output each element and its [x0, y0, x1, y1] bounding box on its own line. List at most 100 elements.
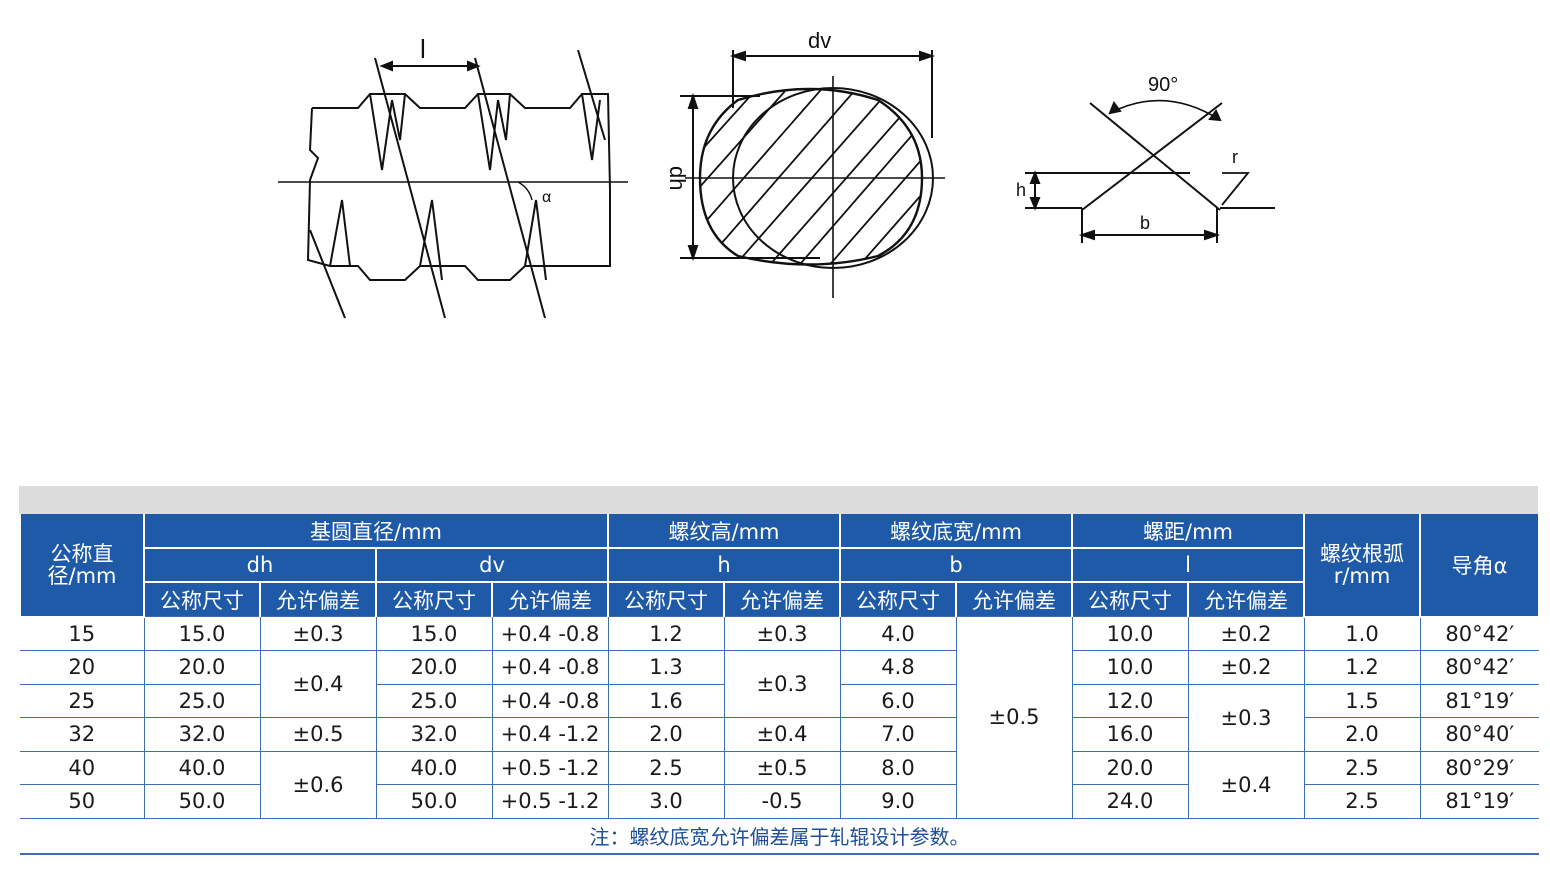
cell-dh: 20.0: [143, 650, 261, 685]
cell-dh: 25.0: [143, 683, 261, 718]
header-nominal-size: 公称尺寸: [1071, 582, 1189, 617]
cell-b: 4.0: [839, 616, 957, 651]
thread-side-view-diagram: l α: [270, 30, 640, 330]
cell-root-radius: 2.5: [1303, 750, 1421, 785]
cell-dh-tolerance: ±0.5: [259, 717, 377, 752]
cell-dh: 50.0: [143, 784, 261, 819]
header-nominal-size: 公称尺寸: [839, 582, 957, 617]
header-l: l: [1071, 548, 1305, 583]
header-nominal-diameter: 公称直径/mm: [19, 514, 145, 618]
cell-dh-tolerance: ±0.6: [259, 750, 377, 819]
cell-b: 9.0: [839, 784, 957, 819]
cell-dv-tolerance: +0.4 -0.8: [491, 683, 609, 718]
pitch-label: l: [420, 34, 426, 64]
radius-label: r: [1232, 147, 1238, 167]
header-nominal-size: 公称尺寸: [607, 582, 725, 617]
cell-lead-angle: 80°42′: [1419, 616, 1539, 651]
header-dh: dh: [143, 548, 377, 583]
table-row: 50 50.0 50.0 +0.5 -1.2 3.0 -0.5 9.0 24.0…: [20, 784, 1539, 819]
cell-lead-angle: 80°40′: [1419, 717, 1539, 752]
cell-dv: 15.0: [375, 616, 493, 651]
cell-h: 1.6: [607, 683, 725, 718]
header-pitch: 螺距/mm: [1071, 514, 1305, 549]
table-row: 15 15.0 ±0.3 15.0 +0.4 -0.8 1.2 ±0.3 4.0…: [20, 616, 1539, 819]
table-row: 40 40.0 ±0.6 40.0 +0.5 -1.2 2.5 ±0.5 8.0…: [20, 750, 1539, 819]
width-label: dv: [808, 28, 831, 53]
cell-l-tolerance: ±0.4: [1187, 750, 1305, 819]
header-dv: dv: [375, 548, 609, 583]
angle-90-label: 90°: [1148, 74, 1178, 96]
header-base-circle: 基圆直径/mm: [143, 514, 609, 549]
table-row: 20 20.0 ±0.4 20.0 +0.4 -0.8 1.3 ±0.3 4.8…: [20, 650, 1539, 718]
cell-lead-angle: 81°19′: [1419, 784, 1539, 819]
cell-dv-tolerance: +0.4 -1.2: [491, 717, 609, 752]
cell-root-radius: 2.0: [1303, 717, 1421, 752]
header-thread-base-width: 螺纹底宽/mm: [839, 514, 1073, 549]
header-b: b: [839, 548, 1073, 583]
header-h: h: [607, 548, 841, 583]
header-tolerance: 允许偏差: [723, 582, 841, 617]
cell-dv-tolerance: +0.5 -1.2: [491, 784, 609, 819]
cell-l: 20.0: [1071, 750, 1189, 785]
cell-h: 2.0: [607, 717, 725, 752]
header-tolerance: 允许偏差: [1187, 582, 1305, 617]
height-label: dh: [665, 166, 690, 190]
cell-h-tolerance: -0.5: [723, 784, 841, 819]
cell-l-tolerance: ±0.3: [1187, 683, 1305, 752]
cell-diameter: 25: [20, 683, 145, 718]
angle-label: α: [542, 189, 551, 206]
cell-dv: 40.0: [375, 750, 493, 785]
cell-b: 6.0: [839, 683, 957, 718]
cell-dv: 32.0: [375, 717, 493, 752]
cell-b: 4.8: [839, 650, 957, 685]
cell-dv: 50.0: [375, 784, 493, 819]
cell-dv-tolerance: +0.4 -0.8: [491, 616, 609, 651]
header-tolerance: 允许偏差: [491, 582, 609, 617]
cell-dh: 15.0: [143, 616, 261, 651]
cell-h-tolerance: ±0.3: [723, 616, 841, 651]
cell-b: 7.0: [839, 717, 957, 752]
cell-l-tolerance: ±0.2: [1187, 650, 1305, 685]
cell-dh: 32.0: [143, 717, 261, 752]
cell-dh-tolerance: ±0.3: [259, 616, 377, 651]
cell-dh-tolerance: ±0.4: [259, 650, 377, 718]
table-top-band: [19, 486, 1538, 514]
cell-h: 3.0: [607, 784, 725, 819]
cell-diameter: 20: [20, 650, 145, 685]
h-label: h: [1016, 180, 1026, 200]
cell-dv: 25.0: [375, 683, 493, 718]
cell-l: 16.0: [1071, 717, 1189, 752]
cell-dv-tolerance: +0.5 -1.2: [491, 750, 609, 785]
rebar-thread-spec-table: 公称直径/mm 基圆直径/mm 螺纹高/mm 螺纹底宽/mm 螺距/mm 螺纹根…: [19, 514, 1540, 855]
cell-diameter: 50: [20, 784, 145, 819]
cell-l: 12.0: [1071, 683, 1189, 718]
cell-root-radius: 1.0: [1303, 616, 1421, 651]
cell-h: 1.3: [607, 650, 725, 685]
cross-section-diagram: dv dh: [660, 28, 950, 303]
cell-lead-angle: 80°29′: [1419, 750, 1539, 785]
table-row: 32 32.0 ±0.5 32.0 +0.4 -1.2 2.0 ±0.4 7.0…: [20, 717, 1539, 752]
cell-root-radius: 2.5: [1303, 784, 1421, 819]
cell-diameter: 15: [20, 616, 145, 651]
thread-profile-diagram: 90° r h b: [1010, 65, 1290, 255]
cell-root-radius: 1.2: [1303, 650, 1421, 685]
header-nominal-size: 公称尺寸: [375, 582, 493, 617]
cell-h-tolerance: ±0.4: [723, 717, 841, 752]
cell-h-tolerance: ±0.3: [723, 650, 841, 718]
header-nominal-size: 公称尺寸: [143, 582, 261, 617]
cell-dh: 40.0: [143, 750, 261, 785]
header-thread-height: 螺纹高/mm: [607, 514, 841, 549]
table-footnote: 注：螺纹底宽允许偏差属于轧辊设计参数。: [20, 817, 1539, 855]
header-tolerance: 允许偏差: [259, 582, 377, 617]
cell-l: 24.0: [1071, 784, 1189, 819]
cell-dv-tolerance: +0.4 -0.8: [491, 650, 609, 685]
cell-b-tolerance: ±0.5: [955, 616, 1073, 819]
cell-l-tolerance: ±0.2: [1187, 616, 1305, 651]
cell-root-radius: 1.5: [1303, 683, 1421, 718]
cell-h: 2.5: [607, 750, 725, 785]
cell-dv: 20.0: [375, 650, 493, 685]
cell-b: 8.0: [839, 750, 957, 785]
table-row: 25 25.0 25.0 +0.4 -0.8 1.6 6.0 12.0 ±0.3…: [20, 683, 1539, 752]
cell-h: 1.2: [607, 616, 725, 651]
cell-diameter: 32: [20, 717, 145, 752]
